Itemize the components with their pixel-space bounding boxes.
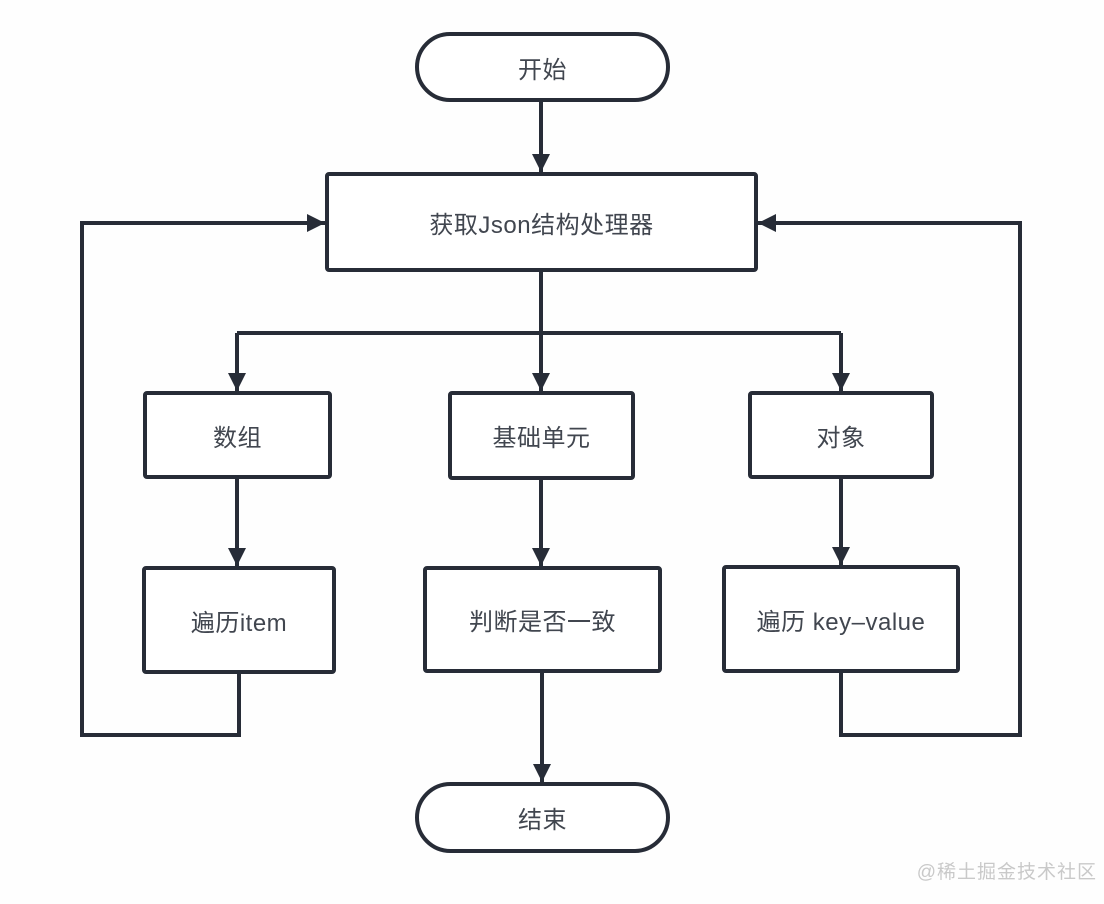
node-start: 开始 [415,32,670,102]
node-array: 数组 [143,391,332,479]
node-object: 对象 [748,391,934,479]
node-basic-unit: 基础单元 [448,391,635,480]
node-basic-unit-label: 基础单元 [492,425,591,452]
node-array-label: 数组 [213,424,262,452]
node-end-label: 结束 [518,807,567,834]
edge-iterate-item-loop-to-processor [80,214,325,737]
node-judge-consistent-label: 判断是否一致 [469,609,616,636]
node-iterate-item-label: 遍历item [190,609,288,637]
node-start-label: 开始 [518,56,567,84]
node-iterate-key-value-label: 遍历 key–value [756,608,926,636]
node-processor: 获取Json结构处理器 [325,172,758,272]
node-processor-label: 获取Json结构处理器 [429,211,654,239]
node-object-label: 对象 [816,424,866,452]
edge-iterate-key-value-loop-to-processor [758,214,1022,737]
node-judge-consistent: 判断是否一致 [423,566,662,673]
node-iterate-key-value: 遍历 key–value [722,565,960,673]
node-end: 结束 [415,782,670,853]
node-iterate-item: 遍历item [142,566,336,674]
watermark: @稀土掘金技术社区 [916,862,1097,883]
